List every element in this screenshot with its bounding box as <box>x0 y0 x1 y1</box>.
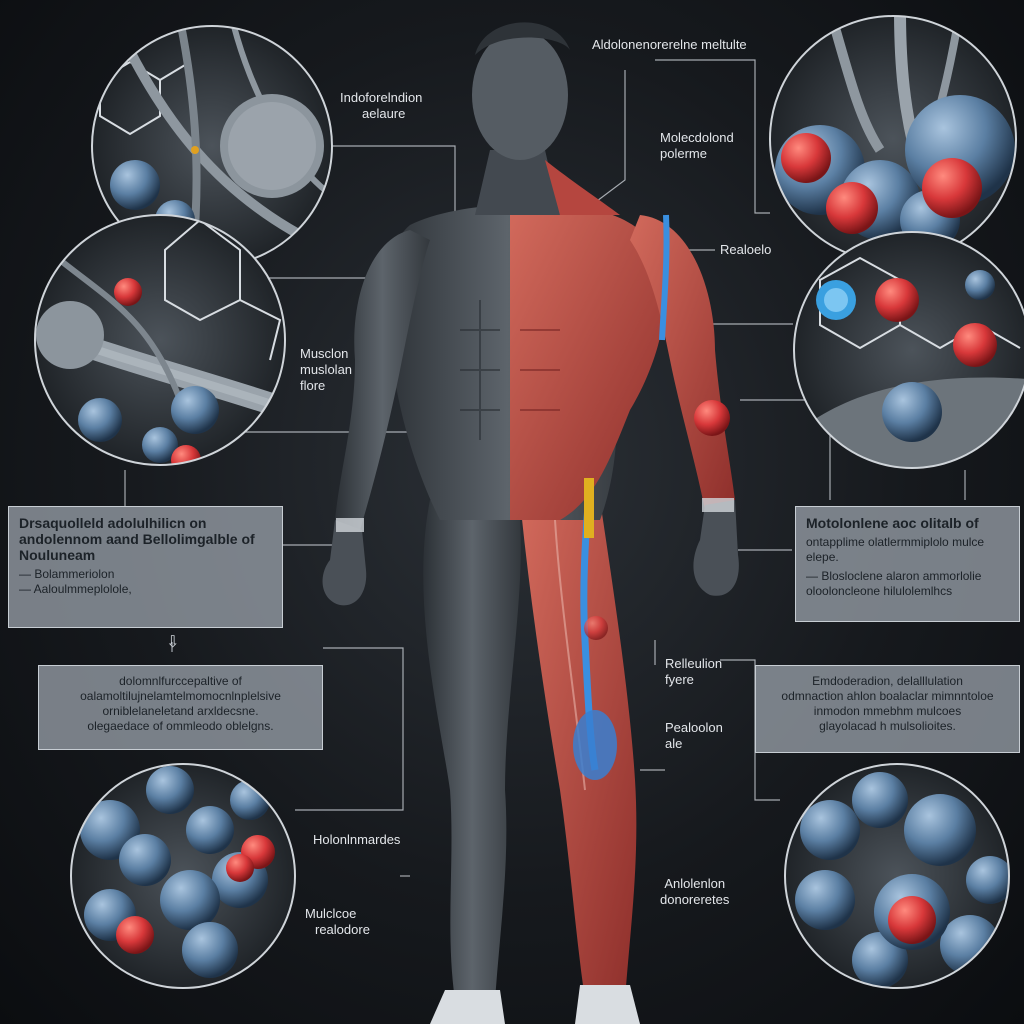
inset-circle-membrane <box>793 231 1024 469</box>
info-box-left-upper: Drsaquolleld adolulhilicn on andolennom … <box>8 506 283 628</box>
label-pealouion-line1: Pealoolon <box>665 720 723 735</box>
info-box-right-upper-line: ontapplime olatlermmiplolo mulce <box>806 535 985 549</box>
label-pealouion: Pealoolon ale <box>665 720 723 752</box>
info-box-left-upper-title-line3: Nouluneam <box>19 547 96 563</box>
label-muscle-fibre-line1: Musclon <box>300 346 349 361</box>
label-receptor: Realoelo <box>720 242 772 257</box>
info-box-right-lower-line: odmnaction ahlon boalaclar mimnntoloe <box>781 689 994 703</box>
down-arrow-icon: ⇩ <box>166 632 180 651</box>
info-box-left-lower-line: olegaedace of ommleodo oblelgns. <box>87 719 274 733</box>
label-amino-line2: donoreretes <box>660 892 730 907</box>
label-pealouion-line2: ale <box>665 736 683 751</box>
label-receptors-left-line1: Mulclcoe <box>305 906 357 921</box>
label-hormones: Holonlnmardes <box>313 832 401 847</box>
inset-circle-cell-cluster-right <box>784 763 1010 989</box>
label-inflammation-line1: Indoforelndion <box>340 90 423 105</box>
info-box-left-lower-line: dolomnlfurccepaltive of <box>119 674 242 688</box>
inset-circle-cell-cluster-left <box>70 763 296 989</box>
info-box-right-upper-title: Motolonlene aoc olitalb of <box>806 515 979 531</box>
info-box-right-upper: Motolonlene aoc olitalb of ontapplime ol… <box>795 506 1020 622</box>
info-box-right-upper-line: olooloncleone hilulolemlhcs <box>806 584 953 598</box>
label-muscle-fibre-line3: flore <box>300 378 326 393</box>
info-box-left-upper-item: — Bolammeriolon <box>19 567 115 581</box>
label-muscle-fibre-line2: muslolan <box>300 362 353 377</box>
label-molecular-line1: Molecdolond <box>660 130 734 145</box>
label-amino-line1: Anlolenlon <box>664 876 726 891</box>
label-relaxation: Relleulion fyere <box>665 656 722 688</box>
label-top-center: Aldolonenorerelne meltulte <box>592 37 747 52</box>
info-box-right-upper-line: elepe. <box>806 550 839 564</box>
info-box-left-upper-title-line1: Drsaquolleld adolulhilicn on <box>19 515 207 531</box>
info-box-right-lower-line: Emdoderadion, delalllulation <box>812 674 963 688</box>
label-muscle-fibre: Musclon muslolan flore <box>300 346 352 394</box>
info-box-right-lower-line: inmodon mmebhm mulcoes <box>813 704 962 718</box>
human-figure <box>322 22 739 1024</box>
info-box-left-upper-title-line2: andolennom aand Bellolimgalble of <box>19 531 255 547</box>
label-relaxation-line2: fyere <box>665 672 694 687</box>
info-box-left-lower-line: orniblelaneletand arxldecsne. <box>102 704 259 718</box>
label-molecular-line2: polerme <box>660 146 707 161</box>
info-box-left-lower: dolomnlfurccepaltive of oalamoltilujnela… <box>38 665 323 750</box>
info-box-left-lower-line: oalamoltilujnelamtelmomocnlnplelsive <box>80 689 281 703</box>
label-receptors-left-line2: realodore <box>315 922 370 937</box>
label-amino: Anlolenlon donoreretes <box>660 876 729 908</box>
label-inflammation-line2: aelaure <box>362 106 406 121</box>
inset-circle-muscle-fibre <box>34 214 286 466</box>
info-box-left-upper-item: — Aaloulmmeplolole, <box>19 582 132 596</box>
label-relaxation-line1: Relleulion <box>665 656 723 671</box>
label-molecular: Molecdolond polerme <box>660 130 734 162</box>
inset-circle-receptor-cells <box>769 15 1017 263</box>
info-box-right-lower: Emdoderadion, delalllulation odmnaction … <box>755 665 1020 753</box>
label-receptors-left: Mulclcoe realodore <box>305 906 370 938</box>
info-box-right-lower-line: glayolacad h mulsolioites. <box>819 719 956 733</box>
info-box-right-upper-line: — Blosloclene alaron ammorlolie <box>806 569 982 583</box>
label-inflammation: Indoforelndion aelaure <box>340 90 422 122</box>
